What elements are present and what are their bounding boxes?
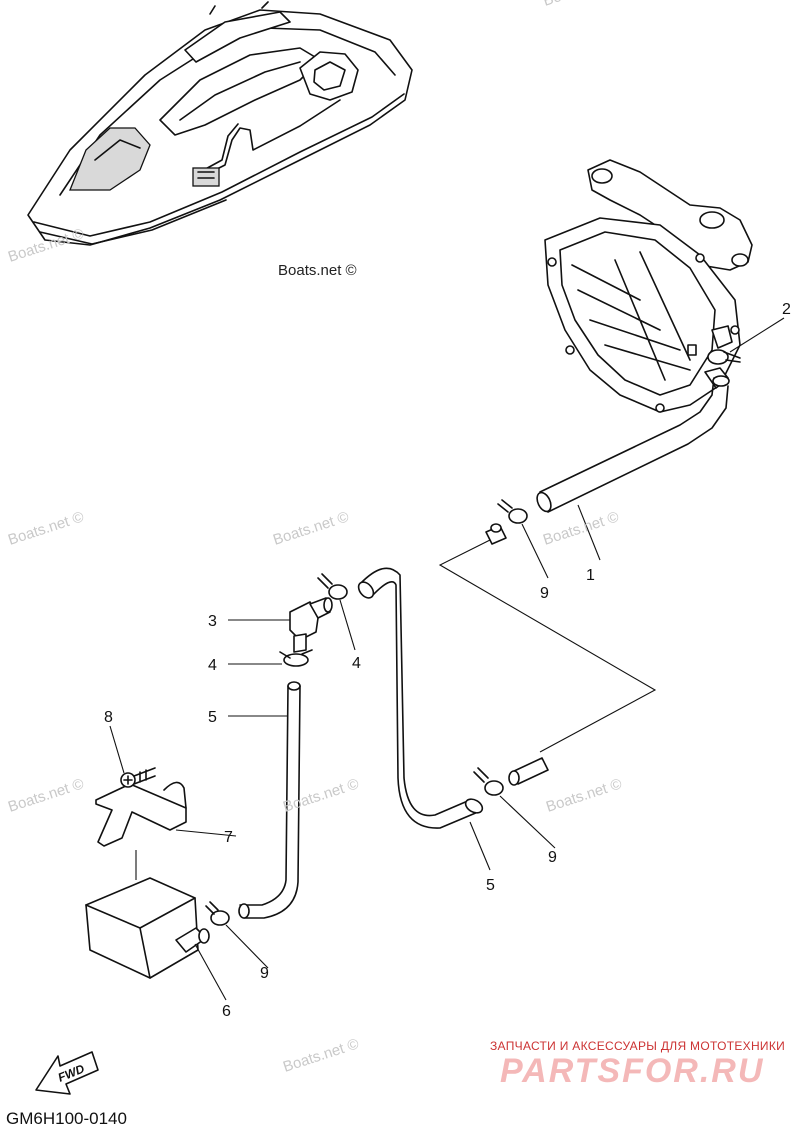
watermark-3: Boats.net © xyxy=(541,508,621,548)
brand-tagline: ЗАПЧАСТИ И АКСЕССУАРЫ ДЛЯ МОТОТЕХНИКИ xyxy=(490,1039,785,1053)
watermark-4: Boats.net © xyxy=(6,775,86,815)
watermark-9: Boats.net © xyxy=(281,1035,361,1075)
watercraft-overview xyxy=(27,1,413,246)
callout-9-left: 9 xyxy=(260,965,269,982)
callout-4-left: 4 xyxy=(208,657,217,674)
screw-part-8 xyxy=(120,767,156,788)
callout-labels: 1 2 3 4 4 5 5 6 7 8 9 9 9 xyxy=(104,301,791,1020)
callout-1: 1 xyxy=(586,567,595,584)
water-box-part-6 xyxy=(85,877,210,979)
watermark-5: Boats.net © xyxy=(281,775,361,815)
hose-part-1 xyxy=(536,375,730,513)
watermark-6: Boats.net © xyxy=(544,775,624,815)
callout-2: 2 xyxy=(782,301,791,318)
diagram-code: GM6H100-0140 xyxy=(6,1109,127,1128)
watermark-8: Boats.net © xyxy=(541,0,621,10)
callout-7: 7 xyxy=(224,829,233,846)
brand-name: PARTSFOR.RU xyxy=(500,1052,764,1090)
brand-watermark: ЗАПЧАСТИ И АКСЕССУАРЫ ДЛЯ МОТОТЕХНИКИ PA… xyxy=(490,1039,785,1090)
callout-5-right: 5 xyxy=(486,877,495,894)
fwd-arrow: FWD xyxy=(35,1051,99,1095)
callout-5-left: 5 xyxy=(208,709,217,726)
connection-lines xyxy=(438,539,657,753)
bracket-part-7 xyxy=(95,781,187,847)
watermark-1: Boats.net © xyxy=(6,508,86,548)
callout-9-top: 9 xyxy=(540,585,549,602)
callout-4-right: 4 xyxy=(352,655,361,672)
jet-pump-housing xyxy=(544,159,753,413)
callout-6: 6 xyxy=(222,1003,231,1020)
clamp-part-9-right xyxy=(473,767,504,796)
clamp-part-2 xyxy=(707,349,741,365)
callout-8: 8 xyxy=(104,709,113,726)
nipple-fitting-upper xyxy=(485,499,528,545)
callout-3: 3 xyxy=(208,613,217,630)
clamp-part-4-lower xyxy=(279,649,313,667)
callout-9-right: 9 xyxy=(548,849,557,866)
hose-part-5-right xyxy=(357,567,549,829)
clamp-part-4-upper xyxy=(317,573,348,600)
clamp-part-9-left xyxy=(205,901,230,926)
watermark-main: Boats.net © xyxy=(278,262,357,279)
leader-lines xyxy=(109,317,785,1001)
elbow-fitting-part-3 xyxy=(289,597,333,653)
hose-part-5-left xyxy=(238,681,301,919)
watermark-2: Boats.net © xyxy=(271,508,351,548)
